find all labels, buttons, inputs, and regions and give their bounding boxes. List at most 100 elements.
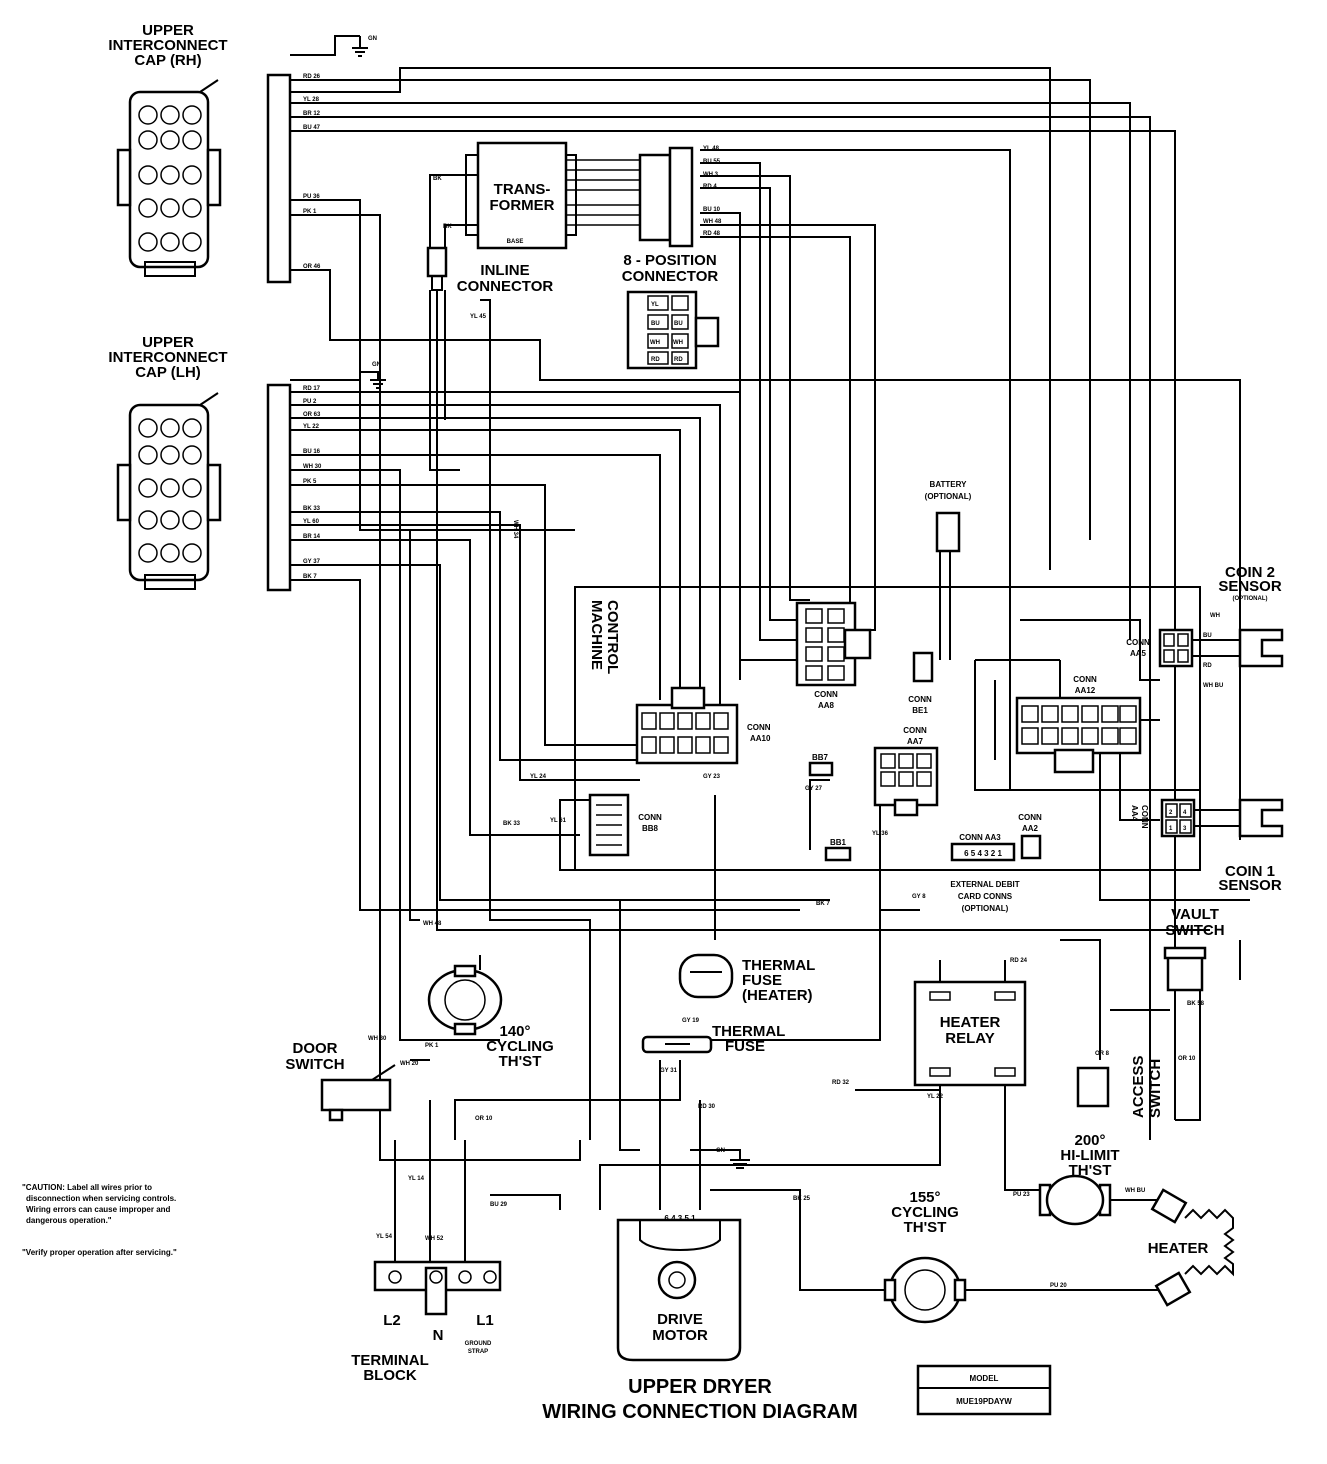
cap-rh-pins: [138, 105, 202, 252]
svg-text:SWITCH: SWITCH: [1165, 922, 1224, 939]
svg-text:TH'ST: TH'ST: [904, 1219, 947, 1236]
svg-text:BK 33: BK 33: [303, 506, 321, 512]
svg-text:FUSE: FUSE: [742, 972, 782, 989]
transformer-line1: TRANS-: [494, 181, 551, 198]
svg-text:PU 20: PU 20: [1050, 1283, 1067, 1289]
cycling-thermostat-155: 155° CYCLING TH'ST: [883, 1189, 967, 1324]
svg-text:BU 29: BU 29: [490, 1202, 508, 1208]
svg-text:DRIVE: DRIVE: [657, 1311, 703, 1328]
svg-text:YL 22: YL 22: [927, 1094, 944, 1100]
svg-text:AA4: AA4: [1130, 805, 1139, 822]
svg-text:CONN: CONN: [1126, 638, 1150, 647]
svg-text:L2: L2: [383, 1312, 401, 1329]
svg-text:(OPTIONAL): (OPTIONAL): [962, 904, 1009, 913]
eight-position-connector: 8 - POSITION CONNECTOR YL 48 BU 55 WH 3 …: [622, 146, 722, 370]
svg-text:3: 3: [1183, 826, 1187, 832]
svg-text:WH: WH: [673, 340, 683, 346]
svg-text:AA7: AA7: [907, 737, 924, 746]
svg-text:BU 10: BU 10: [703, 207, 721, 213]
svg-text:8 - POSITION: 8 - POSITION: [623, 252, 716, 269]
motor-pin-numbers: 6 4 3 5 1: [664, 1214, 696, 1223]
svg-text:BU 47: BU 47: [303, 125, 321, 131]
svg-text:RELAY: RELAY: [945, 1030, 994, 1047]
svg-text:BB7: BB7: [812, 753, 829, 762]
svg-text:BB8: BB8: [642, 824, 659, 833]
conn-aa3: CONN AA3 6 5 4 3 2 1: [950, 833, 1016, 862]
svg-text:YL 61: YL 61: [550, 818, 567, 824]
svg-text:(OPTIONAL): (OPTIONAL): [1233, 596, 1268, 602]
wires: [290, 35, 1250, 1291]
external-debit-card-conns: EXTERNAL DEBIT CARD CONNS (OPTIONAL): [950, 880, 1019, 913]
svg-text:GY 31: GY 31: [660, 1068, 678, 1074]
svg-text:CARD CONNS: CARD CONNS: [958, 892, 1013, 901]
coin-1-sensor: COIN 1 SENSOR: [1194, 798, 1284, 894]
svg-text:WH 20: WH 20: [400, 1061, 419, 1067]
svg-text:YL 14: YL 14: [408, 1176, 425, 1182]
svg-text:CONNECTOR: CONNECTOR: [622, 268, 719, 285]
svg-text:CONN: CONN: [747, 723, 771, 732]
svg-text:BU: BU: [1203, 633, 1212, 639]
svg-text:155°: 155°: [909, 1189, 940, 1206]
svg-text:WH 52: WH 52: [425, 1236, 444, 1242]
svg-text:THERMAL: THERMAL: [712, 1023, 785, 1040]
hi-limit-thermostat-200: 200° HI-LIMIT TH'ST: [1038, 1132, 1120, 1226]
cycling-thermostat-140: 140° CYCLING TH'ST: [427, 964, 554, 1070]
svg-text:BB1: BB1: [830, 838, 847, 847]
inline-connector: INLINE CONNECTOR BK BK YL 45: [426, 176, 554, 320]
svg-text:WH 30: WH 30: [303, 464, 322, 470]
svg-text:BK: BK: [443, 224, 452, 230]
svg-text:BR 12: BR 12: [303, 111, 321, 117]
conn-bb7: BB7: [808, 753, 834, 777]
conn-aa2: CONN AA2: [1018, 813, 1042, 860]
svg-text:WH BU: WH BU: [1203, 683, 1223, 689]
eight-pos-labels: YL 48 BU 55 WH 3 RD 4 BU 10 WH 48 RD 48: [703, 146, 722, 237]
svg-text:MODEL: MODEL: [970, 1374, 999, 1383]
svg-text:BR 14: BR 14: [303, 534, 321, 540]
svg-text:CONNECTOR: CONNECTOR: [457, 278, 554, 295]
svg-text:BK 58: BK 58: [1187, 1001, 1205, 1007]
svg-text:PK 5: PK 5: [303, 479, 317, 485]
svg-text:UPPER DRYER: UPPER DRYER: [628, 1376, 772, 1398]
svg-text:YL 22: YL 22: [303, 424, 320, 430]
access-switch: ACCESS SWITCH: [1076, 1055, 1164, 1118]
svg-text:L1: L1: [476, 1312, 494, 1329]
svg-text:SENSOR: SENSOR: [1218, 578, 1282, 595]
svg-text:RD: RD: [1203, 663, 1212, 669]
svg-text:RD 24: RD 24: [1010, 958, 1028, 964]
conn-aa12: CONN AA12: [1015, 675, 1142, 774]
lh-wire-labels: RD 17 PU 2 OR 63 YL 22 BU 16 WH 30 PK 5 …: [303, 386, 322, 580]
svg-text:"Verify proper operation after: "Verify proper operation after servicing…: [22, 1248, 177, 1257]
drive-motor: 6 4 3 5 1 DRIVE MOTOR: [616, 1214, 742, 1362]
upper-interconnect-cap-rh: UPPER INTERCONNECT CAP (RH): [108, 22, 292, 284]
svg-text:CYCLING: CYCLING: [486, 1038, 554, 1055]
svg-text:CONN: CONN: [908, 695, 932, 704]
svg-text:disconnection when servicing c: disconnection when servicing controls.: [26, 1194, 176, 1203]
rh-wire-labels: RD 26 YL 28 BR 12 BU 47 PU 36 PK 1 OR 46: [303, 74, 321, 270]
svg-text:OR 46: OR 46: [303, 264, 321, 270]
svg-text:TH'ST: TH'ST: [1069, 1162, 1112, 1179]
svg-text:WH 30: WH 30: [368, 1036, 387, 1042]
svg-text:OR 8: OR 8: [1095, 1051, 1110, 1057]
svg-text:BK 7: BK 7: [303, 574, 317, 580]
model-box: MODEL MUE19PDAYW: [916, 1364, 1052, 1416]
svg-text:SWITCH: SWITCH: [1147, 1059, 1164, 1118]
svg-text:BLOCK: BLOCK: [363, 1367, 416, 1384]
svg-text:HEATER: HEATER: [940, 1014, 1001, 1031]
svg-text:RD 48: RD 48: [703, 231, 721, 237]
svg-text:BE1: BE1: [912, 706, 928, 715]
svg-text:BU: BU: [674, 321, 683, 327]
svg-text:CONN: CONN: [1140, 805, 1149, 829]
svg-text:RD 4: RD 4: [703, 184, 717, 190]
svg-text:GY 37: GY 37: [303, 559, 321, 565]
svg-text:YL 60: YL 60: [303, 519, 320, 525]
svg-text:SENSOR: SENSOR: [1218, 877, 1282, 894]
svg-text:dangerous operation.": dangerous operation.": [26, 1216, 112, 1225]
svg-text:AA8: AA8: [818, 701, 835, 710]
svg-text:PK 1: PK 1: [303, 209, 317, 215]
svg-text:BU 16: BU 16: [303, 449, 321, 455]
svg-text:MOTOR: MOTOR: [652, 1327, 708, 1344]
svg-text:DOOR: DOOR: [293, 1040, 338, 1057]
svg-text:CYCLING: CYCLING: [891, 1204, 959, 1221]
svg-text:BK 25: BK 25: [793, 1196, 811, 1202]
